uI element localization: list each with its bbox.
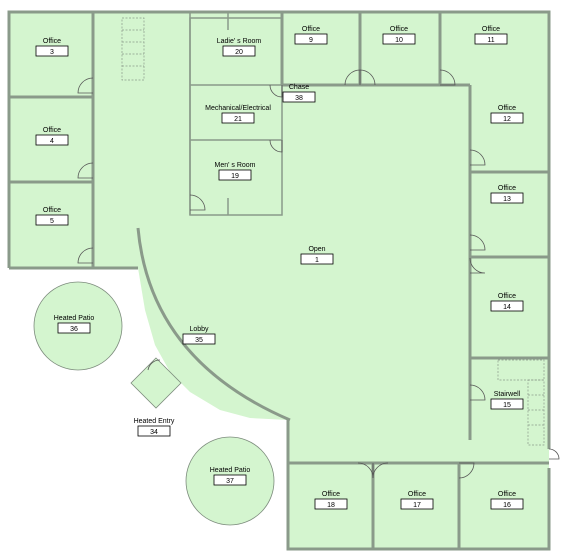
room-number: 1 xyxy=(315,257,319,264)
room-tag-18: Office 18 xyxy=(314,491,348,510)
room-number-box xyxy=(213,474,247,486)
room-tag-37: Heated Patio 37 xyxy=(210,467,251,486)
room-number: 20 xyxy=(235,49,243,56)
room-number: 21 xyxy=(234,116,242,123)
room-name: Office xyxy=(482,26,500,33)
room-tag-20: Ladie' s Room 20 xyxy=(217,38,262,57)
room-number-box xyxy=(182,333,216,345)
room-number-box xyxy=(490,112,524,124)
room-number: 35 xyxy=(195,337,203,344)
room-tag-14: Office 14 xyxy=(490,293,524,312)
room-number: 15 xyxy=(503,402,511,409)
room-number-box xyxy=(221,112,255,124)
room-number-box xyxy=(218,169,252,181)
room-number: 16 xyxy=(503,502,511,509)
room-tag-34: Heated Entry 34 xyxy=(134,418,175,437)
room-name: Ladie' s Room xyxy=(217,38,262,45)
room-number-box xyxy=(137,425,171,437)
room-tag-10: Office 10 xyxy=(382,26,416,45)
room-name: Men' s Room xyxy=(214,162,255,169)
room-number: 9 xyxy=(309,37,313,44)
building-fill xyxy=(9,12,549,549)
room-name: Office xyxy=(408,491,426,498)
doors xyxy=(77,69,560,479)
room-number: 19 xyxy=(231,173,239,180)
room-number: 37 xyxy=(226,478,234,485)
room-tag-21: Mechanical/Electrical 21 xyxy=(205,105,271,124)
room-tag-3: Office 3 xyxy=(35,38,69,57)
room-number-box xyxy=(490,300,524,312)
room-number-box xyxy=(314,498,348,510)
room-number-box xyxy=(35,214,69,226)
stairs xyxy=(121,17,545,446)
room-number: 38 xyxy=(295,95,303,102)
room-name: Office xyxy=(302,26,320,33)
room-tag-1: Open 1 xyxy=(300,246,334,265)
room-number: 17 xyxy=(413,502,421,509)
room-number-box xyxy=(300,253,334,265)
room-tag-17: Office 17 xyxy=(400,491,434,510)
room-number: 5 xyxy=(50,218,54,225)
room-name: Office xyxy=(498,293,516,300)
room-tag-38: Chase 38 xyxy=(282,84,316,103)
room-number-box xyxy=(294,33,328,45)
room-number-box xyxy=(490,498,524,510)
room-name: Office xyxy=(322,491,340,498)
room-number-box xyxy=(35,45,69,57)
room-tag-13: Office 13 xyxy=(490,185,524,204)
room-number-box xyxy=(382,33,416,45)
room-number: 4 xyxy=(50,138,54,145)
room-number-box xyxy=(400,498,434,510)
room-number-box xyxy=(222,45,256,57)
room-name: Office xyxy=(498,105,516,112)
room-number-box xyxy=(490,192,524,204)
room-name: Office xyxy=(43,127,61,134)
room-tag-11: Office 11 xyxy=(474,26,508,45)
room-name: Heated Entry xyxy=(134,418,175,425)
room-name: Office xyxy=(43,207,61,214)
room-name: Heated Patio xyxy=(54,315,95,322)
room-tag-4: Office 4 xyxy=(35,127,69,146)
room-tag-35: Lobby 35 xyxy=(182,326,216,345)
room-number-box xyxy=(57,322,91,334)
room-number: 14 xyxy=(503,304,511,311)
room-number: 34 xyxy=(150,429,158,436)
room-tag-15: Stairwell 15 xyxy=(490,391,524,410)
room-tag-36: Heated Patio 36 xyxy=(54,315,95,334)
room-name: Open xyxy=(308,246,325,253)
room-number: 11 xyxy=(487,37,494,44)
room-number: 10 xyxy=(395,37,403,44)
room-name: Chase xyxy=(289,84,309,91)
room-tag-12: Office 12 xyxy=(490,105,524,124)
room-name: Office xyxy=(498,491,516,498)
walls xyxy=(7,10,551,551)
room-number-box xyxy=(474,33,508,45)
room-number-box xyxy=(282,91,316,103)
room-labels: Office3Office4Office5Office9Office10Offi… xyxy=(35,26,524,510)
room-tag-16: Office 16 xyxy=(490,491,524,510)
room-number: 12 xyxy=(503,116,511,123)
room-name: Office xyxy=(43,38,61,45)
room-name: Mechanical/Electrical xyxy=(205,105,271,112)
room-name: Office xyxy=(498,185,516,192)
room-name: Office xyxy=(390,26,408,33)
room-number-box xyxy=(490,398,524,410)
room-tag-5: Office 5 xyxy=(35,207,69,226)
room-number: 13 xyxy=(503,196,511,203)
room-name: Lobby xyxy=(189,326,209,333)
room-number: 3 xyxy=(50,49,54,56)
room-number-box xyxy=(35,134,69,146)
room-tag-19: Men' s Room 19 xyxy=(214,162,256,181)
room-number: 18 xyxy=(327,502,335,509)
room-tag-9: Office 9 xyxy=(294,26,328,45)
room-name: Stairwell xyxy=(494,391,521,398)
room-name: Heated Patio xyxy=(210,467,251,474)
room-number: 36 xyxy=(70,326,78,333)
